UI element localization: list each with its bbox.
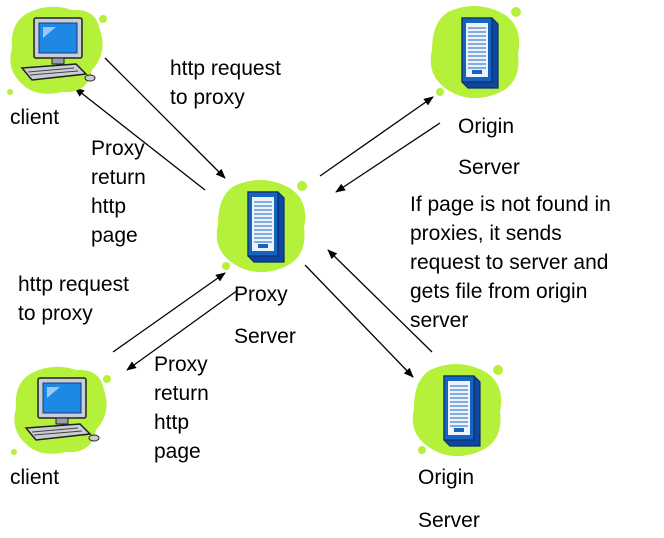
bottom-request-label: http request to proxy — [18, 273, 129, 325]
arrow-client-bottom-to-proxy — [112, 272, 226, 353]
arrow-proxy-to-origin-top — [319, 96, 434, 177]
proxy-label-line1: Proxy — [234, 283, 288, 306]
proxy-label-line2: Server — [234, 325, 296, 348]
origin-server-bottom-node — [408, 362, 508, 465]
computer-icon — [11, 366, 111, 455]
proxy-server-node — [212, 178, 312, 281]
computer-icon — [7, 6, 107, 95]
origin-server-top-node — [426, 4, 526, 107]
client-bottom-label: client — [10, 466, 60, 489]
arrow-origin-bottom-to-proxy — [327, 249, 433, 353]
top-return-label: Proxy return http page — [91, 137, 146, 247]
bottom-return-label: Proxy return http page — [154, 353, 209, 463]
arrow-proxy-to-origin-bottom — [304, 264, 414, 378]
server-icon — [430, 6, 521, 99]
arrow-proxy-to-client-top — [74, 87, 206, 191]
not-found-note: If page is not found in proxies, it send… — [410, 193, 611, 332]
origin-bottom-label-line1: Origin — [418, 466, 475, 489]
origin-top-label-line1: Origin — [458, 115, 515, 138]
arrow-proxy-to-client-bottom — [126, 289, 239, 371]
client-bottom-node — [8, 364, 116, 465]
server-icon — [216, 180, 307, 273]
client-top-label: client — [10, 106, 60, 129]
top-request-label: http request to proxy — [170, 57, 281, 109]
origin-top-label-line2: Server — [458, 156, 520, 179]
client-top-node — [4, 4, 112, 105]
arrow-client-top-to-proxy — [104, 57, 226, 179]
server-icon — [412, 364, 503, 457]
origin-bottom-label-line2: Server — [418, 509, 480, 532]
arrow-origin-top-to-proxy — [335, 122, 441, 193]
